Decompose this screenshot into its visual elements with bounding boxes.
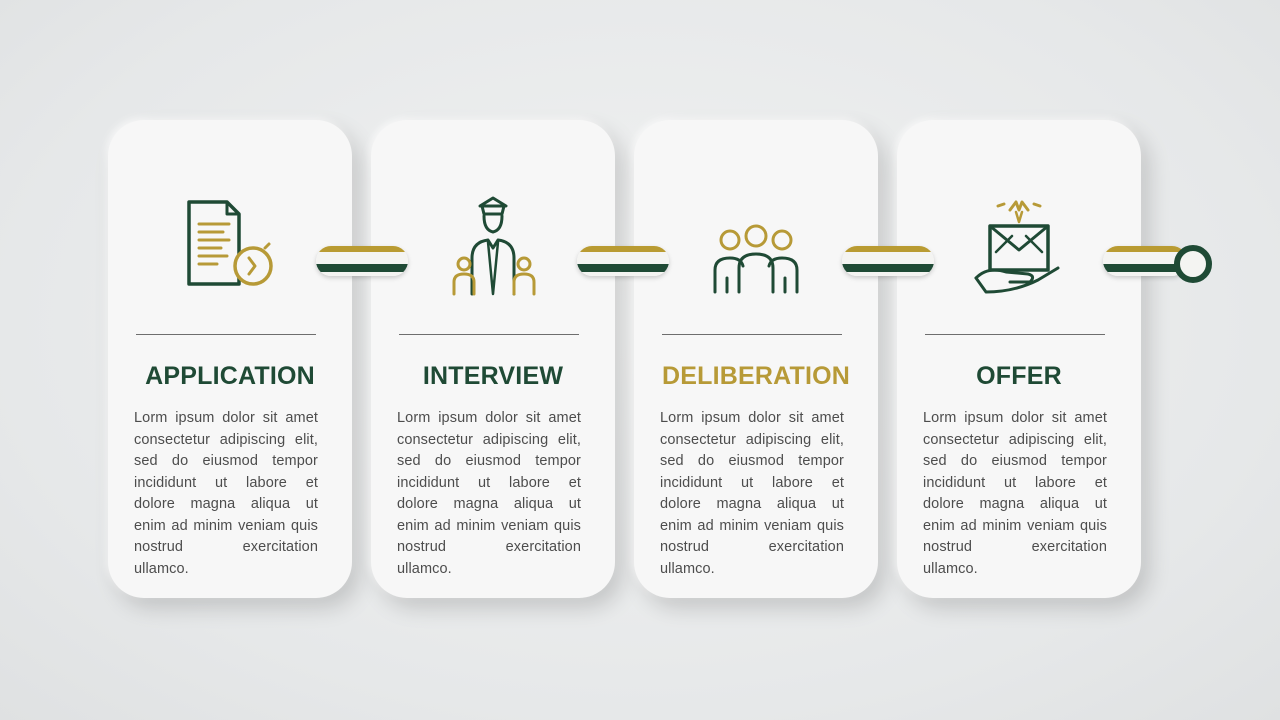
card-divider (662, 334, 842, 335)
step-description: Lorm ipsum dolor sit amet consectetur ad… (397, 410, 581, 577)
card-divider (925, 334, 1105, 335)
step-card-deliberation: DELIBERATION Lorm ipsum dolor sit amet c… (634, 120, 878, 598)
step-title: DELIBERATION (661, 362, 851, 390)
step-description: Lorm ipsum dolor sit amet consectetur ad… (923, 410, 1107, 577)
step-card-interview: INTERVIEW Lorm ipsum dolor sit amet cons… (371, 120, 615, 598)
step-connector (316, 246, 408, 276)
card-divider (399, 334, 579, 335)
end-connector (1103, 246, 1187, 276)
end-node-icon (1174, 245, 1212, 283)
card-divider (136, 334, 316, 335)
step-card-application: APPLICATION Lorm ipsum dolor sit amet co… (108, 120, 352, 598)
step-title: OFFER (976, 362, 1062, 390)
step-connector (842, 246, 934, 276)
step-title: APPLICATION (145, 362, 315, 390)
group-people-icon (691, 186, 821, 306)
envelope-hand-icon (954, 186, 1084, 306)
document-clock-icon (165, 186, 295, 306)
step-connector (577, 246, 669, 276)
step-description: Lorm ipsum dolor sit amet consectetur ad… (134, 410, 318, 577)
step-card-offer: OFFER Lorm ipsum dolor sit amet consecte… (897, 120, 1141, 598)
step-description: Lorm ipsum dolor sit amet consectetur ad… (660, 410, 844, 577)
interviewer-people-icon (428, 186, 558, 306)
step-title: INTERVIEW (422, 362, 564, 390)
